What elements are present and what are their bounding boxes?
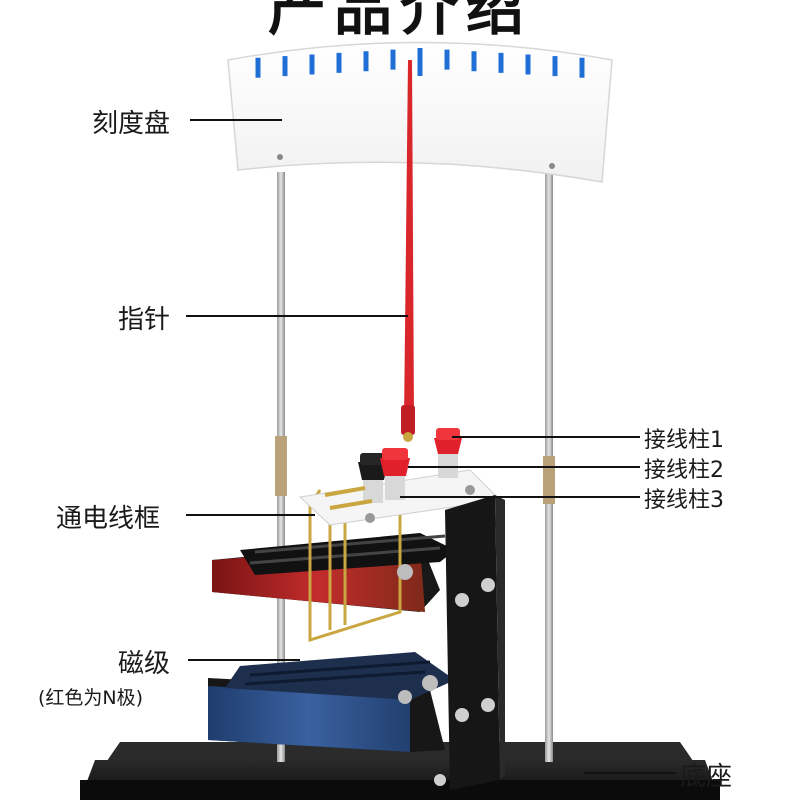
label-dial: 刻度盘 bbox=[92, 109, 171, 139]
label-pointer: 指针 bbox=[118, 305, 171, 335]
upper-magnet bbox=[212, 533, 455, 612]
label-terminal-2: 接线柱2 bbox=[644, 458, 724, 483]
dial-tick bbox=[255, 57, 261, 78]
lower-magnet bbox=[208, 652, 455, 752]
dial-tick bbox=[444, 49, 450, 70]
dial-tick bbox=[309, 54, 315, 75]
dial-tick bbox=[471, 51, 477, 72]
base-block bbox=[80, 742, 720, 800]
dial-tick bbox=[525, 54, 531, 75]
label-base: 底座 bbox=[680, 762, 733, 792]
dial-tick bbox=[417, 48, 423, 76]
page-title: 产品介绍 bbox=[267, 0, 532, 43]
dial-tick bbox=[282, 56, 288, 77]
dial-tick bbox=[552, 56, 558, 77]
dial-tick bbox=[363, 51, 369, 72]
pointer-needle bbox=[401, 60, 415, 442]
dial-tick bbox=[579, 57, 585, 78]
label-terminal-3: 接线柱3 bbox=[644, 488, 724, 513]
bracket bbox=[397, 495, 505, 790]
label-terminal-1: 接线柱1 bbox=[644, 428, 724, 453]
callout-lines bbox=[186, 119, 676, 774]
dial-tick bbox=[336, 52, 342, 73]
label-magnet-note: (红色为N极) bbox=[38, 687, 144, 709]
dial-tick bbox=[498, 52, 504, 73]
label-magnet: 磁级 bbox=[118, 649, 171, 679]
terminal-posts bbox=[324, 428, 462, 510]
dial-plate bbox=[227, 41, 613, 183]
dial-tick bbox=[390, 49, 396, 70]
label-coil-frame: 通电线框 bbox=[56, 504, 161, 534]
